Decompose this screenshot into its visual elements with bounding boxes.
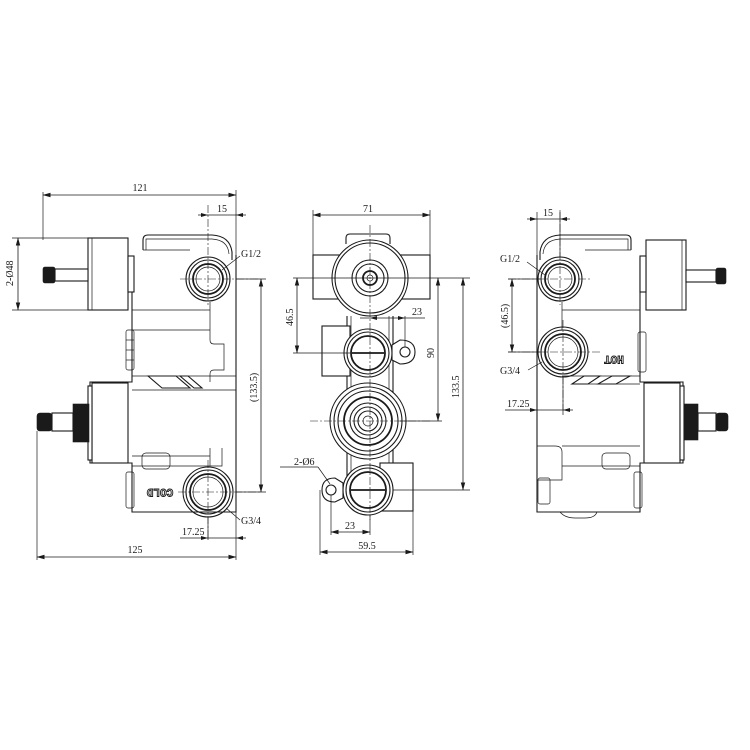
dim-mount-hole-label: 2-Ø6: [294, 457, 315, 468]
right-side-view: HOT 15 (46.5) 17.25: [500, 208, 729, 519]
dim-59-5-label: 59.5: [358, 541, 376, 552]
dim-23-top-label: 23: [412, 307, 422, 318]
dim-17-25-left-label: 17.25: [182, 527, 205, 538]
dim-121-label: 121: [133, 183, 148, 194]
dim-133-5-front-label: 133.5: [451, 376, 462, 399]
front-view: 71 46.5 23 90 133.5 2-Ø6 23 59.5: [280, 204, 470, 555]
left-lower-spline: [36, 412, 53, 432]
g34-left-label: G3/4: [241, 516, 261, 527]
dim-15-left-label: 15: [217, 204, 227, 215]
left-side-view: COLD 121 15 2-Ø48 (133.5) 17.25 125: [5, 183, 266, 560]
dim-23-bottom-label: 23: [345, 521, 355, 532]
dim-46-5-right-label: (46.5): [500, 304, 511, 328]
dim-90-label: 90: [426, 348, 437, 358]
dim-71-label: 71: [363, 204, 373, 215]
g12-left-label: G1/2: [241, 249, 261, 260]
g12-right-label: G1/2: [500, 254, 520, 265]
left-upper-spline: [42, 266, 56, 284]
left-main-cartridge: [91, 382, 129, 464]
dim-17-25-right-label: 17.25: [507, 399, 530, 410]
dim-dia48-label: 2-Ø48: [5, 260, 16, 286]
left-upper-cap: [87, 237, 129, 311]
hot-label: HOT: [604, 352, 624, 364]
dim-125-label: 125: [128, 545, 143, 556]
right-main-cartridge: [643, 382, 681, 464]
dim-15-right-label: 15: [543, 208, 553, 219]
right-lower-spline-collar: [683, 403, 699, 441]
left-lower-spline-collar: [72, 403, 90, 443]
right-lower-spline: [715, 412, 729, 432]
cold-label: COLD: [146, 485, 173, 497]
right-upper-cap: [645, 239, 687, 311]
g34-right-label: G3/4: [500, 366, 520, 377]
left-top-bracket: [142, 234, 233, 260]
dim-133-5-left-label: (133.5): [249, 373, 260, 402]
right-top-bracket: [539, 234, 632, 260]
dim-46-5-label: 46.5: [285, 309, 296, 327]
right-upper-spline: [715, 267, 727, 285]
